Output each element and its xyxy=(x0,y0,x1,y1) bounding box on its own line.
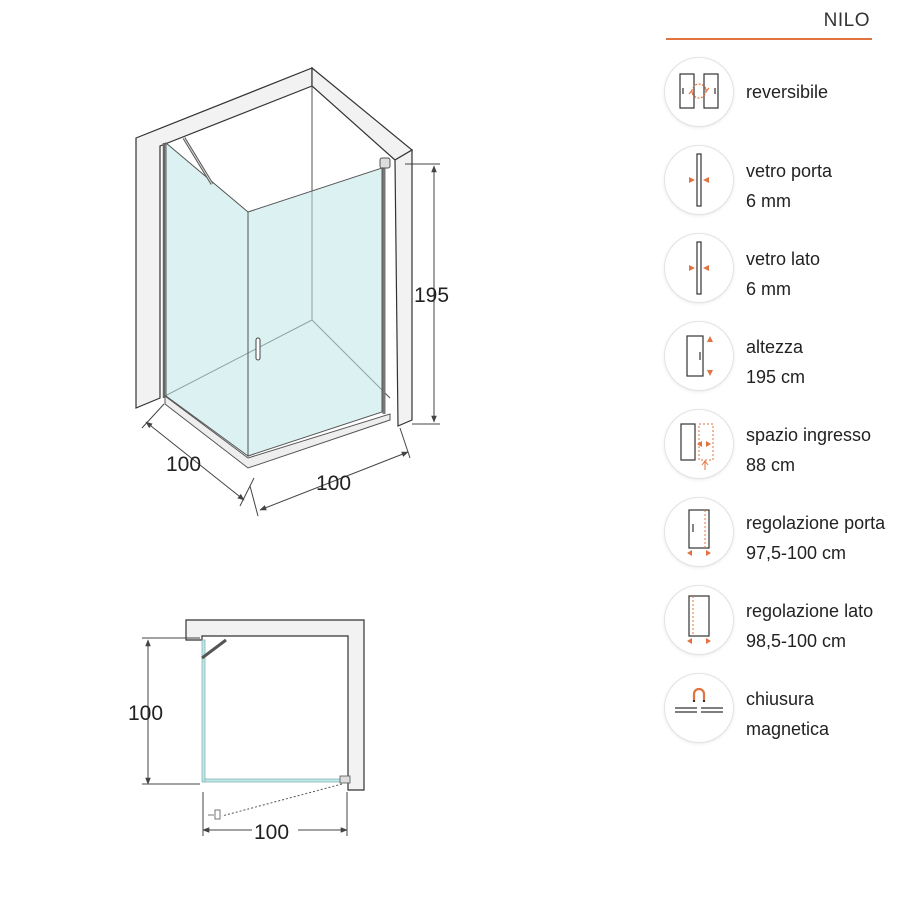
feature-magnetic-closure-label: chiusura xyxy=(746,689,815,709)
technical-drawing: 195 100 100 100 xyxy=(128,66,449,844)
feature-door-adjustment-label: regolazione porta xyxy=(746,513,886,533)
door-glass-panel xyxy=(247,167,383,457)
feature-door-glass: vetro porta 6 mm xyxy=(665,146,900,234)
door-adjustment-icon xyxy=(665,498,733,566)
plan-depth-label: 100 xyxy=(128,702,163,725)
feature-height: altezza 195 cm xyxy=(665,322,900,410)
plan-hinge xyxy=(339,775,351,784)
depth-dimension-line xyxy=(145,421,245,501)
plan-width-label: 100 xyxy=(254,821,289,844)
plan-stabilizer xyxy=(201,638,227,660)
feature-magnetic-closure: chiusura magnetica xyxy=(665,674,900,762)
feature-side-adjustment-value: 98,5-100 cm xyxy=(746,631,847,651)
side-adjustment-icon xyxy=(665,586,733,654)
feature-height-label: altezza xyxy=(746,337,804,357)
plan-wall xyxy=(185,619,365,791)
feature-entry-space-value: 88 cm xyxy=(746,455,796,475)
width-ext-b xyxy=(399,427,411,459)
feature-entry-space: spazio ingresso 88 cm xyxy=(665,410,900,498)
door-swing-handle xyxy=(214,809,221,820)
iso-height-label: 195 xyxy=(414,284,449,307)
stabilizer-bar-inner xyxy=(183,137,213,185)
right-wall xyxy=(394,148,413,427)
feature-door-adjustment: regolazione porta 97,5-100 cm xyxy=(665,498,900,586)
hinge-top xyxy=(379,157,391,169)
isometric-view: 195 100 100 xyxy=(135,66,449,517)
door-glass-thickness-icon xyxy=(665,146,733,214)
feature-reversible: reversibile xyxy=(665,58,900,146)
feature-side-glass-value: 6 mm xyxy=(746,279,791,299)
feature-side-glass: vetro lato 6 mm xyxy=(665,234,900,322)
feature-list: reversibile vetro porta 6 mm vetro lato xyxy=(665,58,900,762)
entry-space-icon xyxy=(665,410,733,478)
height-icon xyxy=(665,322,733,390)
depth-ext-b xyxy=(239,477,255,507)
feature-door-adjustment-value: 97,5-100 cm xyxy=(746,543,847,563)
feature-side-adjustment-label: regolazione lato xyxy=(746,601,874,621)
magnetic-closure-icon xyxy=(665,674,733,742)
iso-width-label: 100 xyxy=(316,472,351,495)
feature-reversible-label: reversibile xyxy=(746,82,829,102)
plan-side-glass xyxy=(201,639,206,783)
width-ext-a xyxy=(249,485,259,517)
plan-door-glass xyxy=(204,778,343,783)
brand-header: NILO xyxy=(666,8,872,40)
feature-door-glass-label: vetro porta xyxy=(746,161,833,181)
iso-depth-label: 100 xyxy=(166,453,201,476)
feature-side-adjustment: regolazione lato 98,5-100 cm xyxy=(665,586,900,674)
plan-view: 100 100 xyxy=(128,619,365,844)
brand-name: NILO xyxy=(823,10,870,31)
door-swing-line xyxy=(221,783,343,817)
feature-height-value: 195 cm xyxy=(746,367,806,387)
reversible-icon xyxy=(665,58,733,126)
side-glass-thickness-icon xyxy=(665,234,733,302)
feature-magnetic-closure-value: magnetica xyxy=(746,719,830,739)
door-handle xyxy=(255,337,261,361)
depth-ext-a xyxy=(141,403,165,429)
plan-width-label-bg xyxy=(252,818,298,842)
width-dimension-line xyxy=(259,451,409,511)
feature-side-glass-label: vetro lato xyxy=(746,249,821,269)
feature-door-glass-value: 6 mm xyxy=(746,191,791,211)
feature-entry-space-label: spazio ingresso xyxy=(746,425,872,445)
